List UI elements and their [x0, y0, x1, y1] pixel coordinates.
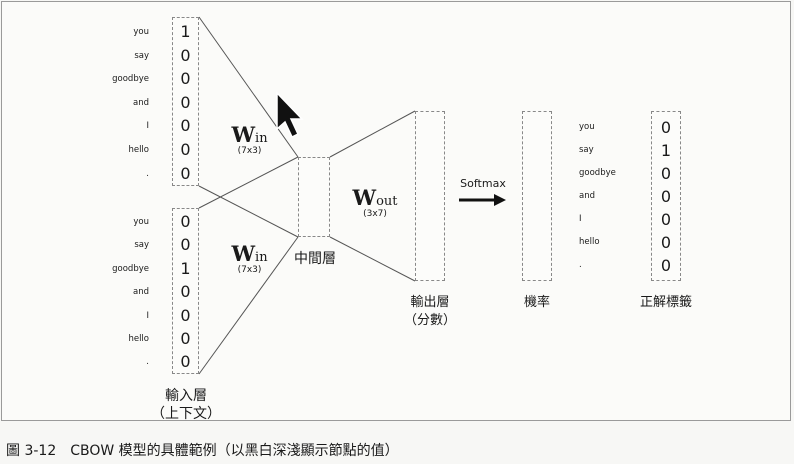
vector-value: 0: [180, 45, 191, 65]
target-word: goodbye: [579, 168, 616, 178]
vector-value: 0: [180, 69, 191, 89]
softmax-label: Softmax: [460, 177, 506, 190]
context-word: goodbye: [112, 74, 149, 85]
output-layer-sublabel: （分數）: [403, 313, 456, 328]
target-word: .: [579, 260, 582, 270]
conn-hidden-top: [329, 110, 416, 158]
target-label: 正解標籤: [639, 295, 692, 310]
vector-value: 0: [180, 116, 191, 136]
context-word: goodbye: [112, 263, 149, 274]
vector-value: 0: [180, 329, 191, 348]
input-layer-sublabel: （上下文）: [151, 406, 221, 422]
target-word: and: [579, 191, 595, 201]
output-layer-box: [415, 111, 445, 281]
vector-value: 0: [660, 210, 672, 229]
vector-value: 0: [180, 235, 191, 255]
w-in-label-2: Win (7x3): [231, 241, 268, 275]
context-word: .: [146, 357, 149, 368]
figure-caption: 圖 3-12 CBOW 模型的具體範例（以黑白深淺顯示節點的值）: [6, 443, 399, 459]
probability-label: 機率: [523, 295, 550, 310]
vector-value: 0: [180, 282, 191, 302]
context-word: you: [133, 27, 149, 37]
input-layer-label: 輸入層: [165, 388, 207, 404]
w-out-label: Wout (3x7): [352, 185, 398, 219]
context-word: and: [133, 287, 149, 298]
vector-value: 0: [180, 305, 191, 325]
target-word: you: [579, 122, 595, 132]
target-word: hello: [579, 237, 600, 247]
vector-value: 0: [660, 118, 672, 137]
conn-in1-top: [198, 16, 299, 158]
conn-in2-top: [198, 156, 299, 209]
vector-value: 0: [660, 164, 672, 183]
context-word: hello: [128, 334, 149, 344]
output-layer-label: 輸出層: [410, 295, 450, 310]
vector-value: 0: [180, 352, 191, 372]
vector-value: 0: [180, 212, 191, 231]
target-word: I: [579, 214, 582, 224]
mouse-cursor-icon: [276, 91, 304, 139]
context-word: .: [146, 168, 149, 179]
softmax-arrow: [459, 194, 506, 206]
vector-value: 1: [180, 258, 191, 278]
context-word: I: [146, 121, 149, 132]
conn-in1-bottom: [198, 185, 299, 238]
vector-value: 1: [180, 22, 191, 41]
vector-value: 0: [180, 92, 191, 112]
hidden-layer-box: [298, 157, 330, 237]
vector-value: 0: [660, 256, 672, 275]
hidden-layer-label: 中間層: [294, 251, 336, 267]
vector-value: 0: [660, 233, 672, 252]
target-word: say: [579, 145, 594, 155]
conn-hidden-bottom: [329, 236, 416, 282]
context-word: say: [134, 240, 149, 251]
probability-box: [522, 111, 552, 281]
w-in-label-1: Win (7x3): [231, 122, 268, 156]
vector-value: 0: [180, 140, 191, 159]
context-word: you: [133, 217, 149, 227]
target-vector: 0 1 0 0 0 0 0: [651, 111, 681, 281]
input-vector-1: 1 0 0 0 0 0 0: [172, 17, 199, 186]
context-word: and: [133, 97, 149, 108]
input-vector-2: 0 0 1 0 0 0 0: [172, 208, 199, 374]
vector-value: 1: [660, 141, 672, 160]
vector-value: 0: [180, 163, 191, 183]
conn-in2-bottom: [198, 236, 299, 375]
context-word: I: [146, 310, 149, 321]
vector-value: 0: [660, 187, 672, 206]
context-word: hello: [128, 145, 149, 155]
context-word: say: [134, 50, 149, 61]
